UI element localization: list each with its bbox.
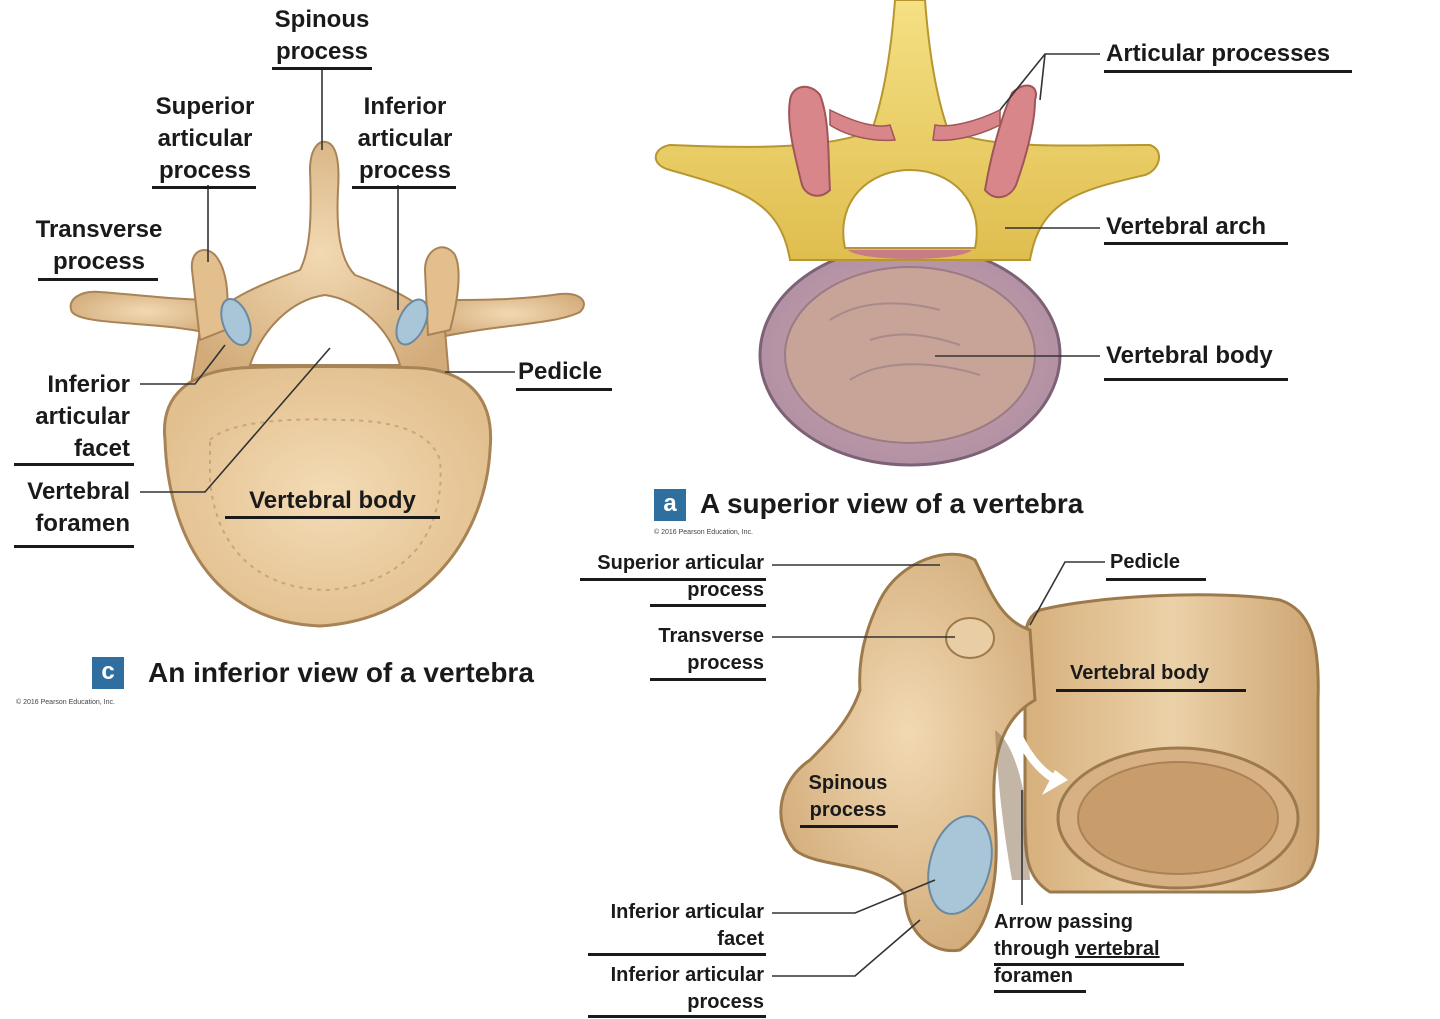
label-transverse-process-inferior: Transverse process: [28, 214, 170, 278]
lateral-transverse-process: [945, 617, 995, 659]
underline: [1056, 689, 1246, 692]
caption-badge-c: c: [92, 657, 124, 689]
underline: [800, 825, 898, 828]
underline: [38, 278, 158, 281]
superior-body-inner: [784, 266, 1036, 444]
underline: [352, 186, 456, 189]
lateral-view-vertebra: [779, 552, 1320, 953]
underline: [14, 545, 134, 548]
label-vertebral-body-inferior: Vertebral body: [249, 487, 416, 514]
label-line: process: [358, 157, 452, 184]
superior-articular-process-right: [983, 84, 1037, 199]
label-vertebral-body-superior: Vertebral body: [1106, 342, 1273, 369]
label-word-underlined: vertebral: [1075, 938, 1160, 960]
underline: [588, 1015, 766, 1018]
superior-view-vertebra: [654, 0, 1160, 467]
label-word: through: [994, 938, 1076, 960]
label-line: foramen: [35, 510, 130, 537]
label-line: Transverse: [35, 216, 163, 243]
inferior-arch: [188, 140, 452, 391]
inferior-articular-facet-left: [220, 298, 252, 346]
underline: [994, 990, 1086, 993]
label-vertebral-foramen-inferior: Vertebral foramen: [10, 476, 130, 540]
caption-superior-view: A superior view of a vertebra: [700, 488, 1084, 519]
label-line: Transverse: [658, 625, 764, 647]
label-line: process: [687, 991, 764, 1013]
label-arrow-passing-lateral: Arrow passing through vertebral foramen: [994, 909, 1160, 990]
lateral-inferior-articular-facet: [927, 815, 993, 915]
underline: [588, 953, 766, 956]
inferior-transverse-process-left: [69, 290, 222, 338]
label-line: process: [158, 157, 252, 184]
label-pedicle-inferior: Pedicle: [518, 358, 603, 385]
label-line: through vertebral: [994, 936, 1160, 963]
inferior-transverse-process-right: [433, 292, 585, 340]
inferior-leader-lines: [140, 70, 515, 493]
copyright-inferior: © 2016 Pearson Education, Inc.: [16, 699, 115, 706]
label-superior-articular-process-lateral: Superior articular process: [560, 550, 764, 604]
label-line: Superior articular: [597, 552, 764, 574]
underline: [650, 678, 766, 681]
label-line: Spinous: [808, 772, 888, 794]
underline: [1104, 70, 1352, 73]
caption-inferior-view: An inferior view of a vertebra: [148, 657, 534, 688]
label-vertebral-arch-superior: Vertebral arch: [1106, 213, 1267, 240]
label-line: articular: [357, 125, 453, 152]
label-line: foramen: [994, 965, 1073, 987]
label-transverse-process-lateral: Transverse process: [560, 623, 764, 677]
superior-leader-lines: [935, 53, 1100, 357]
label-inferior-articular-process-inferior: Inferior articular process: [340, 91, 470, 187]
label-line: Superior: [155, 93, 255, 120]
label-vertebral-body-lateral: Vertebral body: [1070, 662, 1209, 684]
label-line: process: [809, 799, 887, 821]
inferior-view-vertebra: [69, 140, 585, 628]
underline: [1106, 578, 1206, 581]
caption-badge-a: a: [654, 489, 686, 521]
label-inferior-articular-process-lateral: Inferior articular process: [560, 962, 764, 1016]
inferior-vertebral-foramen: [248, 293, 402, 366]
underline: [225, 516, 440, 519]
label-spinous-process-inferior: Spinous process: [262, 4, 382, 68]
label-inferior-articular-facet-lateral: Inferior articular facet: [560, 899, 764, 953]
label-line: Inferior articular: [610, 901, 764, 923]
inferior-superior-articular-right: [423, 246, 460, 337]
label-line: process: [687, 652, 764, 674]
underline: [272, 67, 372, 70]
label-line: facet: [73, 435, 130, 462]
underline: [1104, 378, 1288, 381]
label-line: Vertebral: [27, 478, 130, 505]
underline: [516, 388, 612, 391]
label-line: process: [275, 38, 369, 65]
label-line: Spinous: [274, 6, 370, 33]
label-line: articular: [157, 125, 253, 152]
label-inferior-articular-facet-inferior: Inferior articular facet: [10, 369, 130, 465]
underline: [994, 963, 1184, 966]
label-line: articular: [35, 403, 130, 430]
label-spinous-process-lateral: Spinous process: [796, 770, 900, 824]
superior-articular-process-left: [788, 85, 832, 197]
underline: [1104, 242, 1288, 245]
lateral-leader-lines: [772, 561, 1105, 977]
label-line: process: [687, 579, 764, 601]
superior-vertebral-foramen: [842, 168, 978, 249]
copyright-superior: © 2016 Pearson Education, Inc.: [654, 529, 753, 536]
label-line: Inferior articular: [610, 964, 764, 986]
label-superior-articular-process-inferior: Superior articular process: [140, 91, 270, 187]
label-line: process: [52, 248, 146, 275]
inferior-articular-facet-right: [395, 298, 429, 346]
label-line: Inferior: [363, 93, 447, 120]
label-line: Inferior: [47, 371, 130, 398]
underline: [152, 186, 256, 189]
underline: [650, 604, 766, 607]
label-line: facet: [717, 928, 764, 950]
underline: [580, 578, 766, 581]
label-line: Arrow passing: [994, 911, 1133, 933]
underline: [14, 463, 134, 466]
label-articular-processes-superior: Articular processes: [1106, 40, 1331, 67]
label-pedicle-lateral: Pedicle: [1110, 551, 1181, 573]
